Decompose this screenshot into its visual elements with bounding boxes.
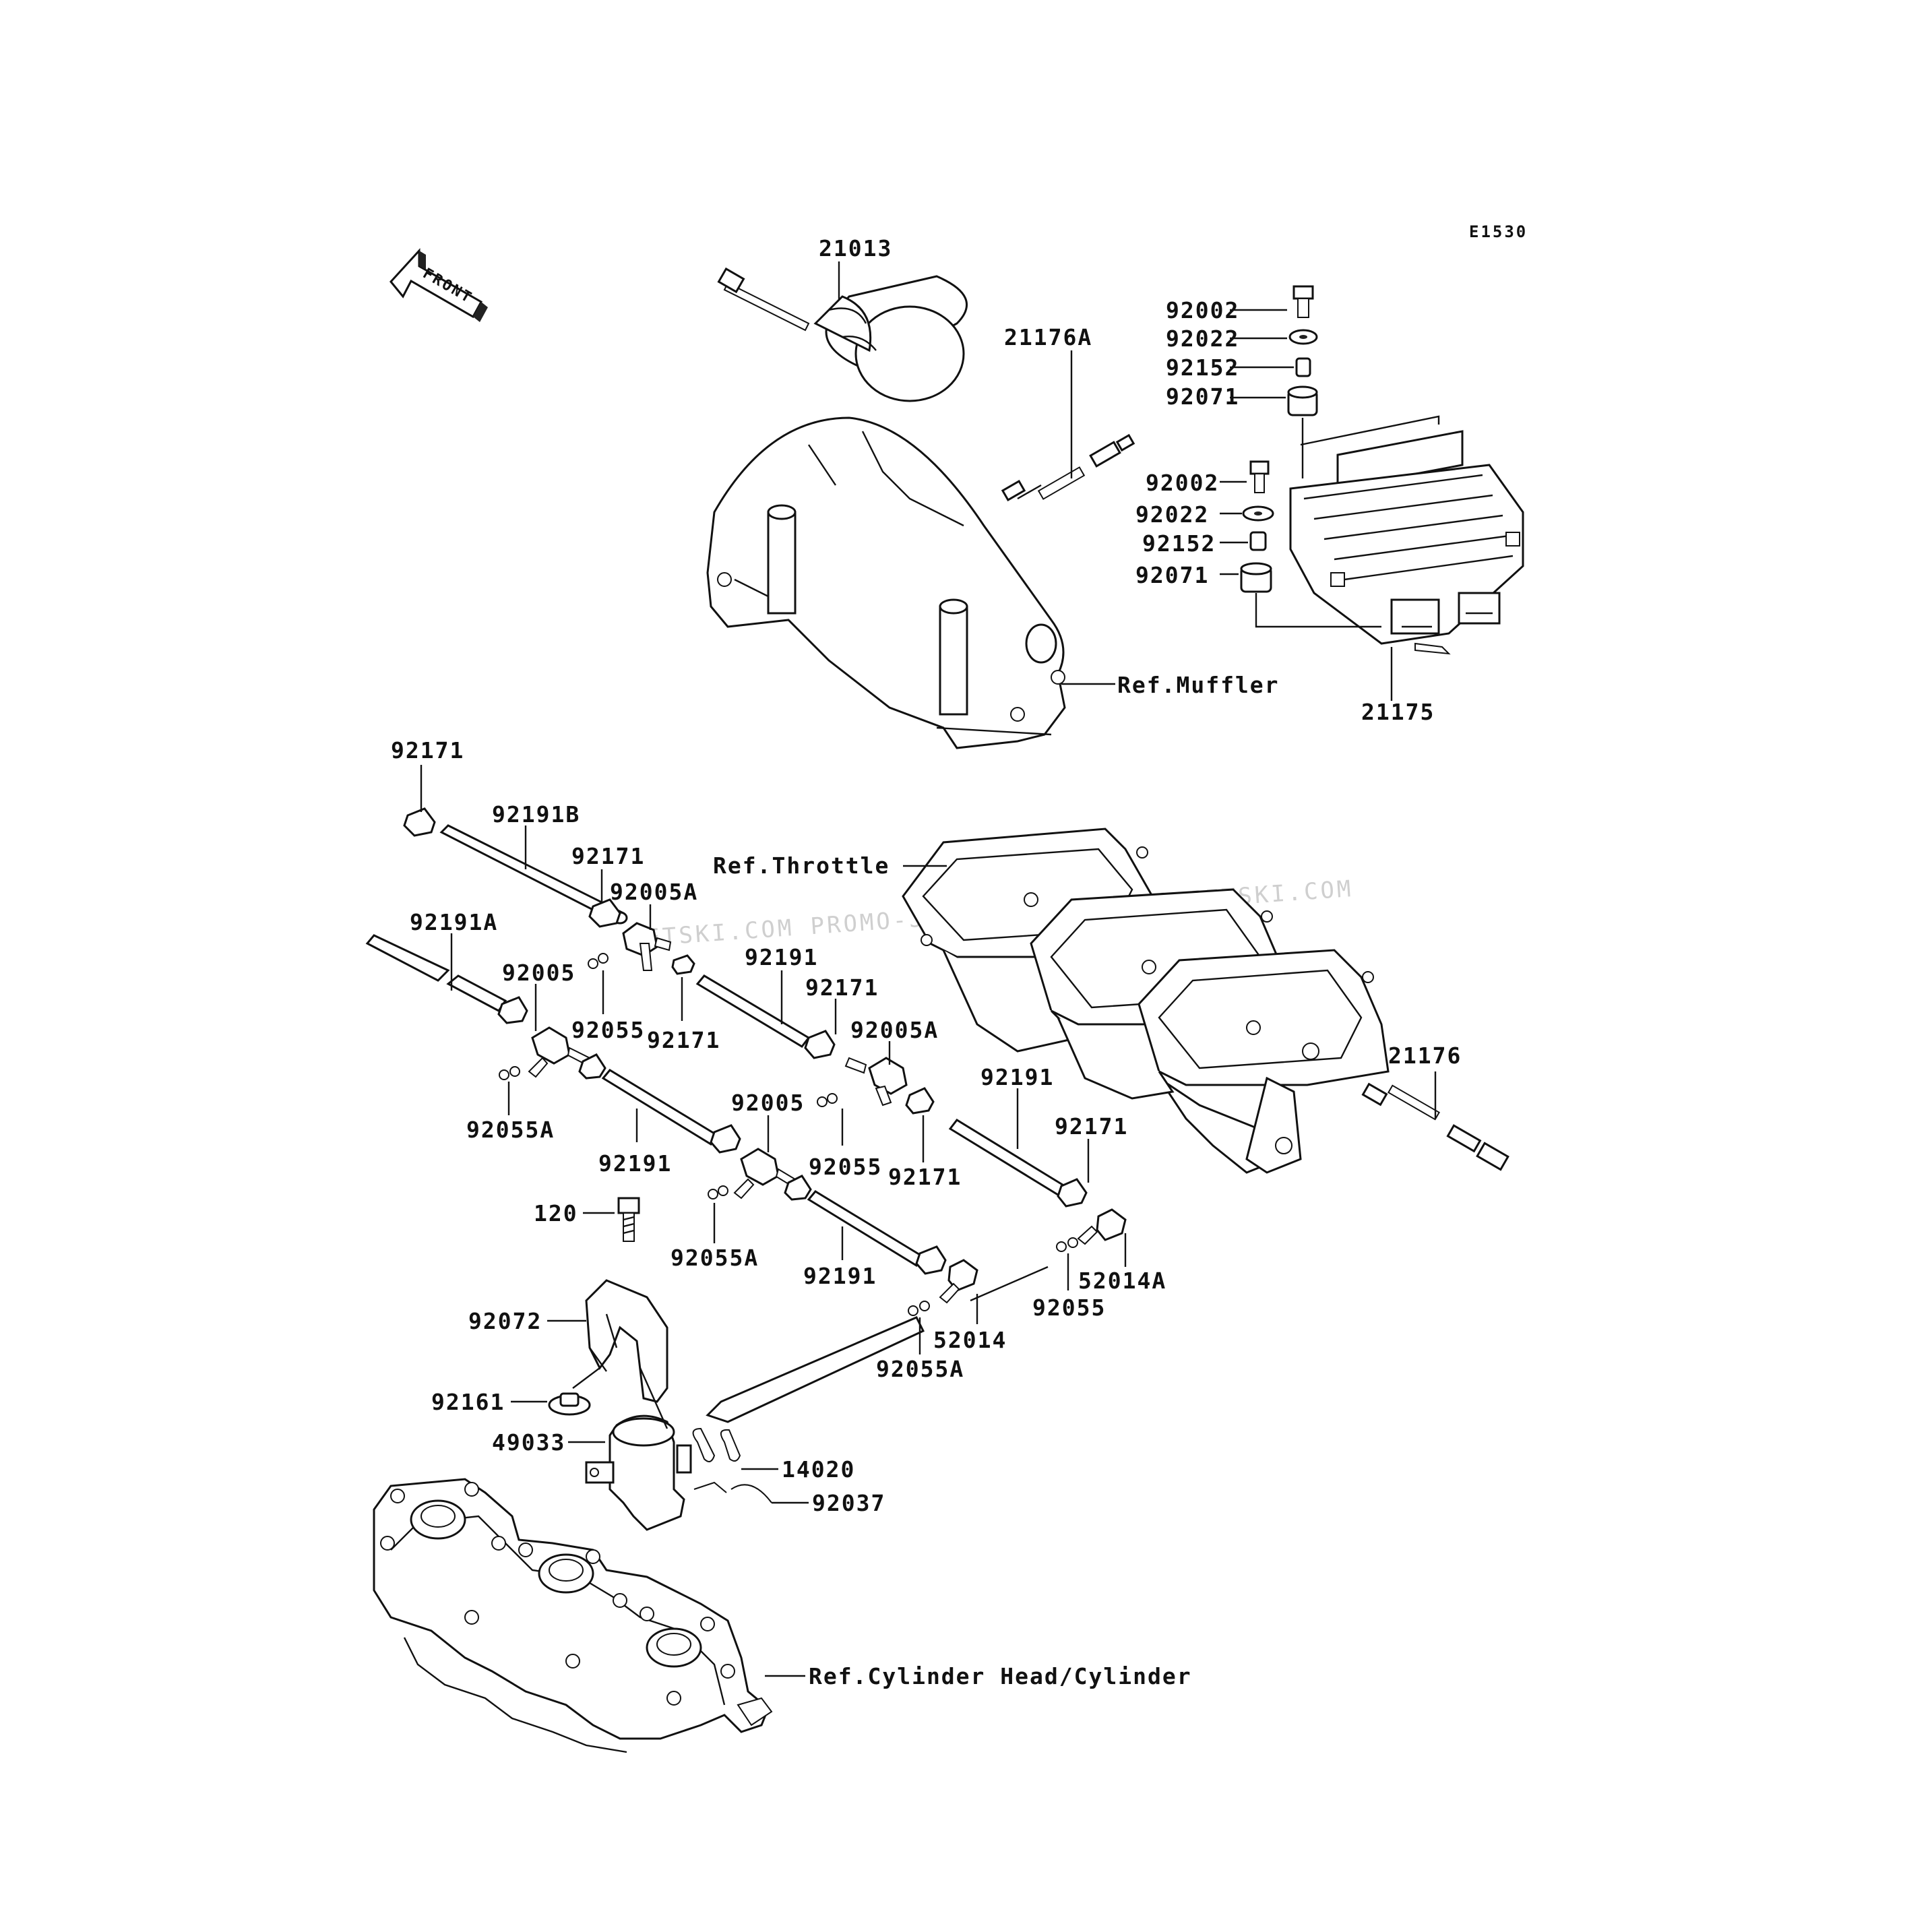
label-21176A: 21176A bbox=[1004, 324, 1092, 350]
label-92171-f: 92171 bbox=[1055, 1113, 1128, 1140]
ref-cylinder-label: Ref.Cylinder Head/Cylinder bbox=[809, 1663, 1192, 1689]
label-52014A: 52014A bbox=[1078, 1268, 1166, 1294]
label-92002-lower: 92002 bbox=[1146, 470, 1219, 496]
cylinder-head-reference-drawing bbox=[373, 1478, 773, 1753]
label-92152-lower: 92152 bbox=[1142, 530, 1216, 557]
label-92171-d: 92171 bbox=[805, 974, 879, 1001]
part-21013-drawing bbox=[717, 267, 968, 402]
label-21013: 21013 bbox=[819, 235, 892, 261]
label-14020: 14020 bbox=[782, 1456, 855, 1483]
label-92055-upper: 92055 bbox=[571, 1017, 645, 1043]
label-52014: 52014 bbox=[933, 1327, 1007, 1353]
part-21176-drawing bbox=[1361, 1082, 1509, 1171]
label-92022-upper: 92022 bbox=[1166, 325, 1239, 352]
label-49033: 49033 bbox=[492, 1429, 565, 1456]
label-92191-lower: 92191 bbox=[803, 1263, 877, 1289]
part-21175-drawing bbox=[1289, 415, 1524, 655]
label-92055A-left: 92055A bbox=[466, 1117, 555, 1143]
label-92191-upper-right: 92191 bbox=[745, 944, 818, 970]
label-92171-top: 92171 bbox=[391, 737, 464, 764]
label-92005-left: 92005 bbox=[502, 960, 575, 986]
label-92152-upper: 92152 bbox=[1166, 354, 1239, 381]
hose-assembly-drawing bbox=[365, 807, 1127, 1423]
label-92171-e: 92171 bbox=[888, 1164, 962, 1190]
label-92191-middle-left: 92191 bbox=[598, 1150, 672, 1177]
part-120-bolt bbox=[617, 1197, 640, 1242]
hardware-stack-lower bbox=[1240, 460, 1381, 628]
hardware-stack-upper bbox=[1287, 285, 1318, 478]
figure-code: E1530 bbox=[1469, 222, 1528, 241]
label-92191B: 92191B bbox=[492, 801, 580, 828]
label-92171-b: 92171 bbox=[571, 843, 645, 869]
label-92005A-right: 92005A bbox=[850, 1017, 939, 1043]
label-92055-lower: 92055 bbox=[1032, 1295, 1106, 1321]
label-92191A: 92191A bbox=[410, 909, 498, 935]
label-21176: 21176 bbox=[1388, 1042, 1462, 1069]
label-92161: 92161 bbox=[431, 1389, 505, 1415]
label-92055-middle: 92055 bbox=[809, 1154, 882, 1180]
label-92055A-lower: 92055A bbox=[876, 1356, 964, 1382]
label-92002-upper: 92002 bbox=[1166, 297, 1239, 323]
label-92005-middle: 92005 bbox=[731, 1090, 805, 1116]
front-arrow-icon: FRONT bbox=[389, 248, 488, 322]
label-92005A-upper: 92005A bbox=[610, 879, 698, 905]
label-92037: 92037 bbox=[812, 1490, 885, 1516]
label-92055A-middle: 92055A bbox=[671, 1245, 759, 1271]
label-92191-far-right: 92191 bbox=[980, 1064, 1054, 1090]
label-92171-c: 92171 bbox=[647, 1027, 720, 1053]
bracket-valve-assembly-drawing bbox=[548, 1279, 772, 1531]
label-92022-lower: 92022 bbox=[1135, 501, 1209, 528]
label-92072: 92072 bbox=[468, 1308, 542, 1334]
label-21175: 21175 bbox=[1361, 699, 1435, 725]
throttle-reference-drawing bbox=[902, 828, 1390, 1174]
label-92071-lower: 92071 bbox=[1135, 562, 1209, 588]
ref-muffler-label: Ref.Muffler bbox=[1117, 672, 1280, 698]
part-21176A-drawing bbox=[1001, 433, 1135, 501]
label-120: 120 bbox=[534, 1200, 578, 1226]
muffler-reference-drawing bbox=[706, 416, 1066, 749]
ref-throttle-label: Ref.Throttle bbox=[713, 852, 890, 879]
label-92071-upper: 92071 bbox=[1166, 383, 1239, 410]
